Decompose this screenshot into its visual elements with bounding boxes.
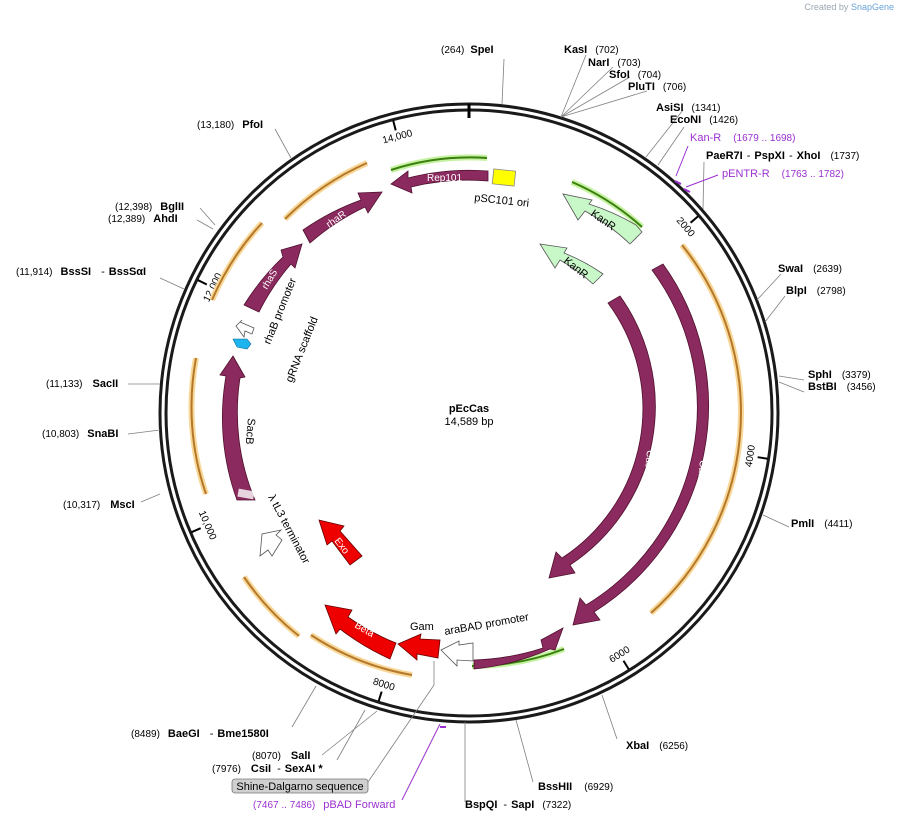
feature-exo (318, 519, 363, 566)
feature-kanr-outer (562, 193, 643, 245)
primer-kanr-line (675, 145, 689, 177)
orf-left-mid (190, 357, 207, 495)
site-labels[interactable]: (264)SpeI KasI(702) NarI(703) SfoI(704) … (16, 44, 876, 811)
feature-beta (324, 604, 397, 660)
primer-pentr: pENTR-R(1763 .. 1782) (722, 168, 844, 180)
primer-pentr-line (685, 174, 719, 188)
feature-kanr-inner (539, 243, 604, 285)
feature-grna-label: gRNA scaffold (284, 315, 321, 384)
primer-marks (401, 145, 719, 801)
feature-sacb (219, 355, 256, 501)
tick-mark (757, 456, 768, 460)
site-pfoi: (13,180)PfoI (197, 119, 263, 131)
primer-pbad: (7467 .. 7486)pBAD Forward (253, 799, 395, 811)
feature-cas9-inner (548, 295, 656, 579)
site-pluti: PluTI(706) (628, 81, 686, 93)
feature-rhab-promoter (235, 319, 255, 339)
feature-gam (397, 633, 441, 661)
site-asisi: AsiSI(1341) (656, 102, 720, 114)
site-pmli: PmlI(4411) (791, 518, 852, 530)
tick-mark (689, 215, 699, 224)
site-bstbi: BstBI(3456) (808, 381, 876, 393)
feature-cas9-inner-label: Cas9 (642, 450, 655, 475)
feature-rhar (302, 191, 383, 244)
site-bspqi: BspQI-SapI(7322) (465, 799, 571, 811)
feature-arac (473, 627, 564, 670)
site-sacii: (11,133)SacII (46, 378, 118, 390)
site-bsshii: BssHII(6929) (538, 781, 613, 793)
site-bsssi: (11,914)BssSI-BssSαI (16, 266, 146, 278)
site-xbai: XbaI(6256) (626, 740, 688, 752)
orf-left-lower (243, 576, 300, 637)
feature-sacb-label: SacB (243, 418, 257, 445)
snapgene-credit: Created by SnapGene (804, 2, 894, 12)
site-leader-lines (127, 54, 805, 802)
feature-psc101-ori (491, 168, 517, 187)
tick-label: 4000 (744, 444, 758, 468)
feature-tl3-terminator (259, 529, 283, 557)
orf-left-up (211, 222, 263, 301)
feature-rep101-label: Rep101 (427, 173, 462, 184)
center-title: pEcCas 14,589 bp (445, 403, 494, 428)
tick-mark (191, 527, 202, 534)
tick-mark (622, 660, 630, 670)
tick-mark (197, 279, 208, 286)
site-blpi: BlpI(2798) (786, 285, 846, 297)
feature-arabad-label: araBAD promoter (443, 611, 530, 638)
site-paer7i: PaeR7I-PspXI-XhoI(1737) (706, 150, 859, 162)
backbone (158, 102, 780, 724)
primer-pbad-line (401, 723, 441, 801)
orf-rep101 (284, 162, 368, 220)
shine-dalgarno-label: Shine-Dalgarno sequence (236, 781, 363, 793)
site-econi: EcoNI(1426) (670, 114, 738, 126)
feature-gam-label: Gam (410, 621, 434, 633)
feature-grna-cyan (232, 338, 252, 350)
plasmid-name: pEcCas (449, 403, 489, 415)
site-ahdi: (12,389)AhdI (108, 213, 178, 225)
primer-labels[interactable]: Kan-R(1679 .. 1698) pENTR-R(1763 .. 1782… (253, 132, 844, 811)
site-swai: SwaI(2639) (778, 263, 842, 275)
tick-mark (377, 691, 383, 702)
green-right (571, 181, 643, 228)
feature-cas9-outer-label: Cas9 (695, 460, 708, 485)
site-csii: (7976)CsiI-SexAI * (212, 763, 323, 775)
tick-label: 14,000 (381, 128, 414, 146)
orf-kanr (650, 244, 742, 614)
tick-mark (392, 120, 397, 131)
sacb-hatch (237, 488, 255, 500)
site-snabi: (10,803)SnaBI (42, 428, 118, 440)
green-top (390, 156, 488, 171)
feature-rep101 (390, 169, 489, 194)
site-baegi: (8489)BaeGI-Bme1580I (131, 728, 269, 740)
feature-arac-label: araC (502, 643, 525, 658)
site-sphi: SphI(3379) (808, 369, 871, 381)
snapgene-logo: SnapGene (850, 2, 894, 12)
site-bglii: (12,398)BglII (115, 201, 184, 213)
green-arcs (390, 154, 645, 670)
site-nari: NarI(703) (588, 57, 641, 69)
site-spei: (264)SpeI (441, 44, 494, 56)
tick-label: 8000 (371, 677, 396, 694)
feature-arabad-promoter (440, 640, 474, 667)
site-sfoi: SfoI(704) (609, 69, 661, 81)
tick-label: 10,000 (196, 509, 218, 542)
site-kasi: KasI(702) (564, 44, 619, 56)
site-sali: (8070)SalI (252, 750, 310, 762)
orf-arac (310, 634, 413, 676)
shine-dalgarno-callout[interactable]: Shine-Dalgarno sequence (231, 778, 369, 794)
primer-kanr: Kan-R(1679 .. 1698) (690, 132, 795, 144)
orf-arcs (188, 160, 744, 678)
site-msci: (10,317)MscI (63, 499, 135, 511)
feature-cas9-outer (572, 263, 709, 626)
tick-label: 6000 (608, 644, 633, 665)
feature-rhas (243, 243, 303, 313)
feature-psc101-label: pSC101 ori (474, 192, 530, 210)
plasmid-length: 14,589 bp (445, 416, 494, 428)
